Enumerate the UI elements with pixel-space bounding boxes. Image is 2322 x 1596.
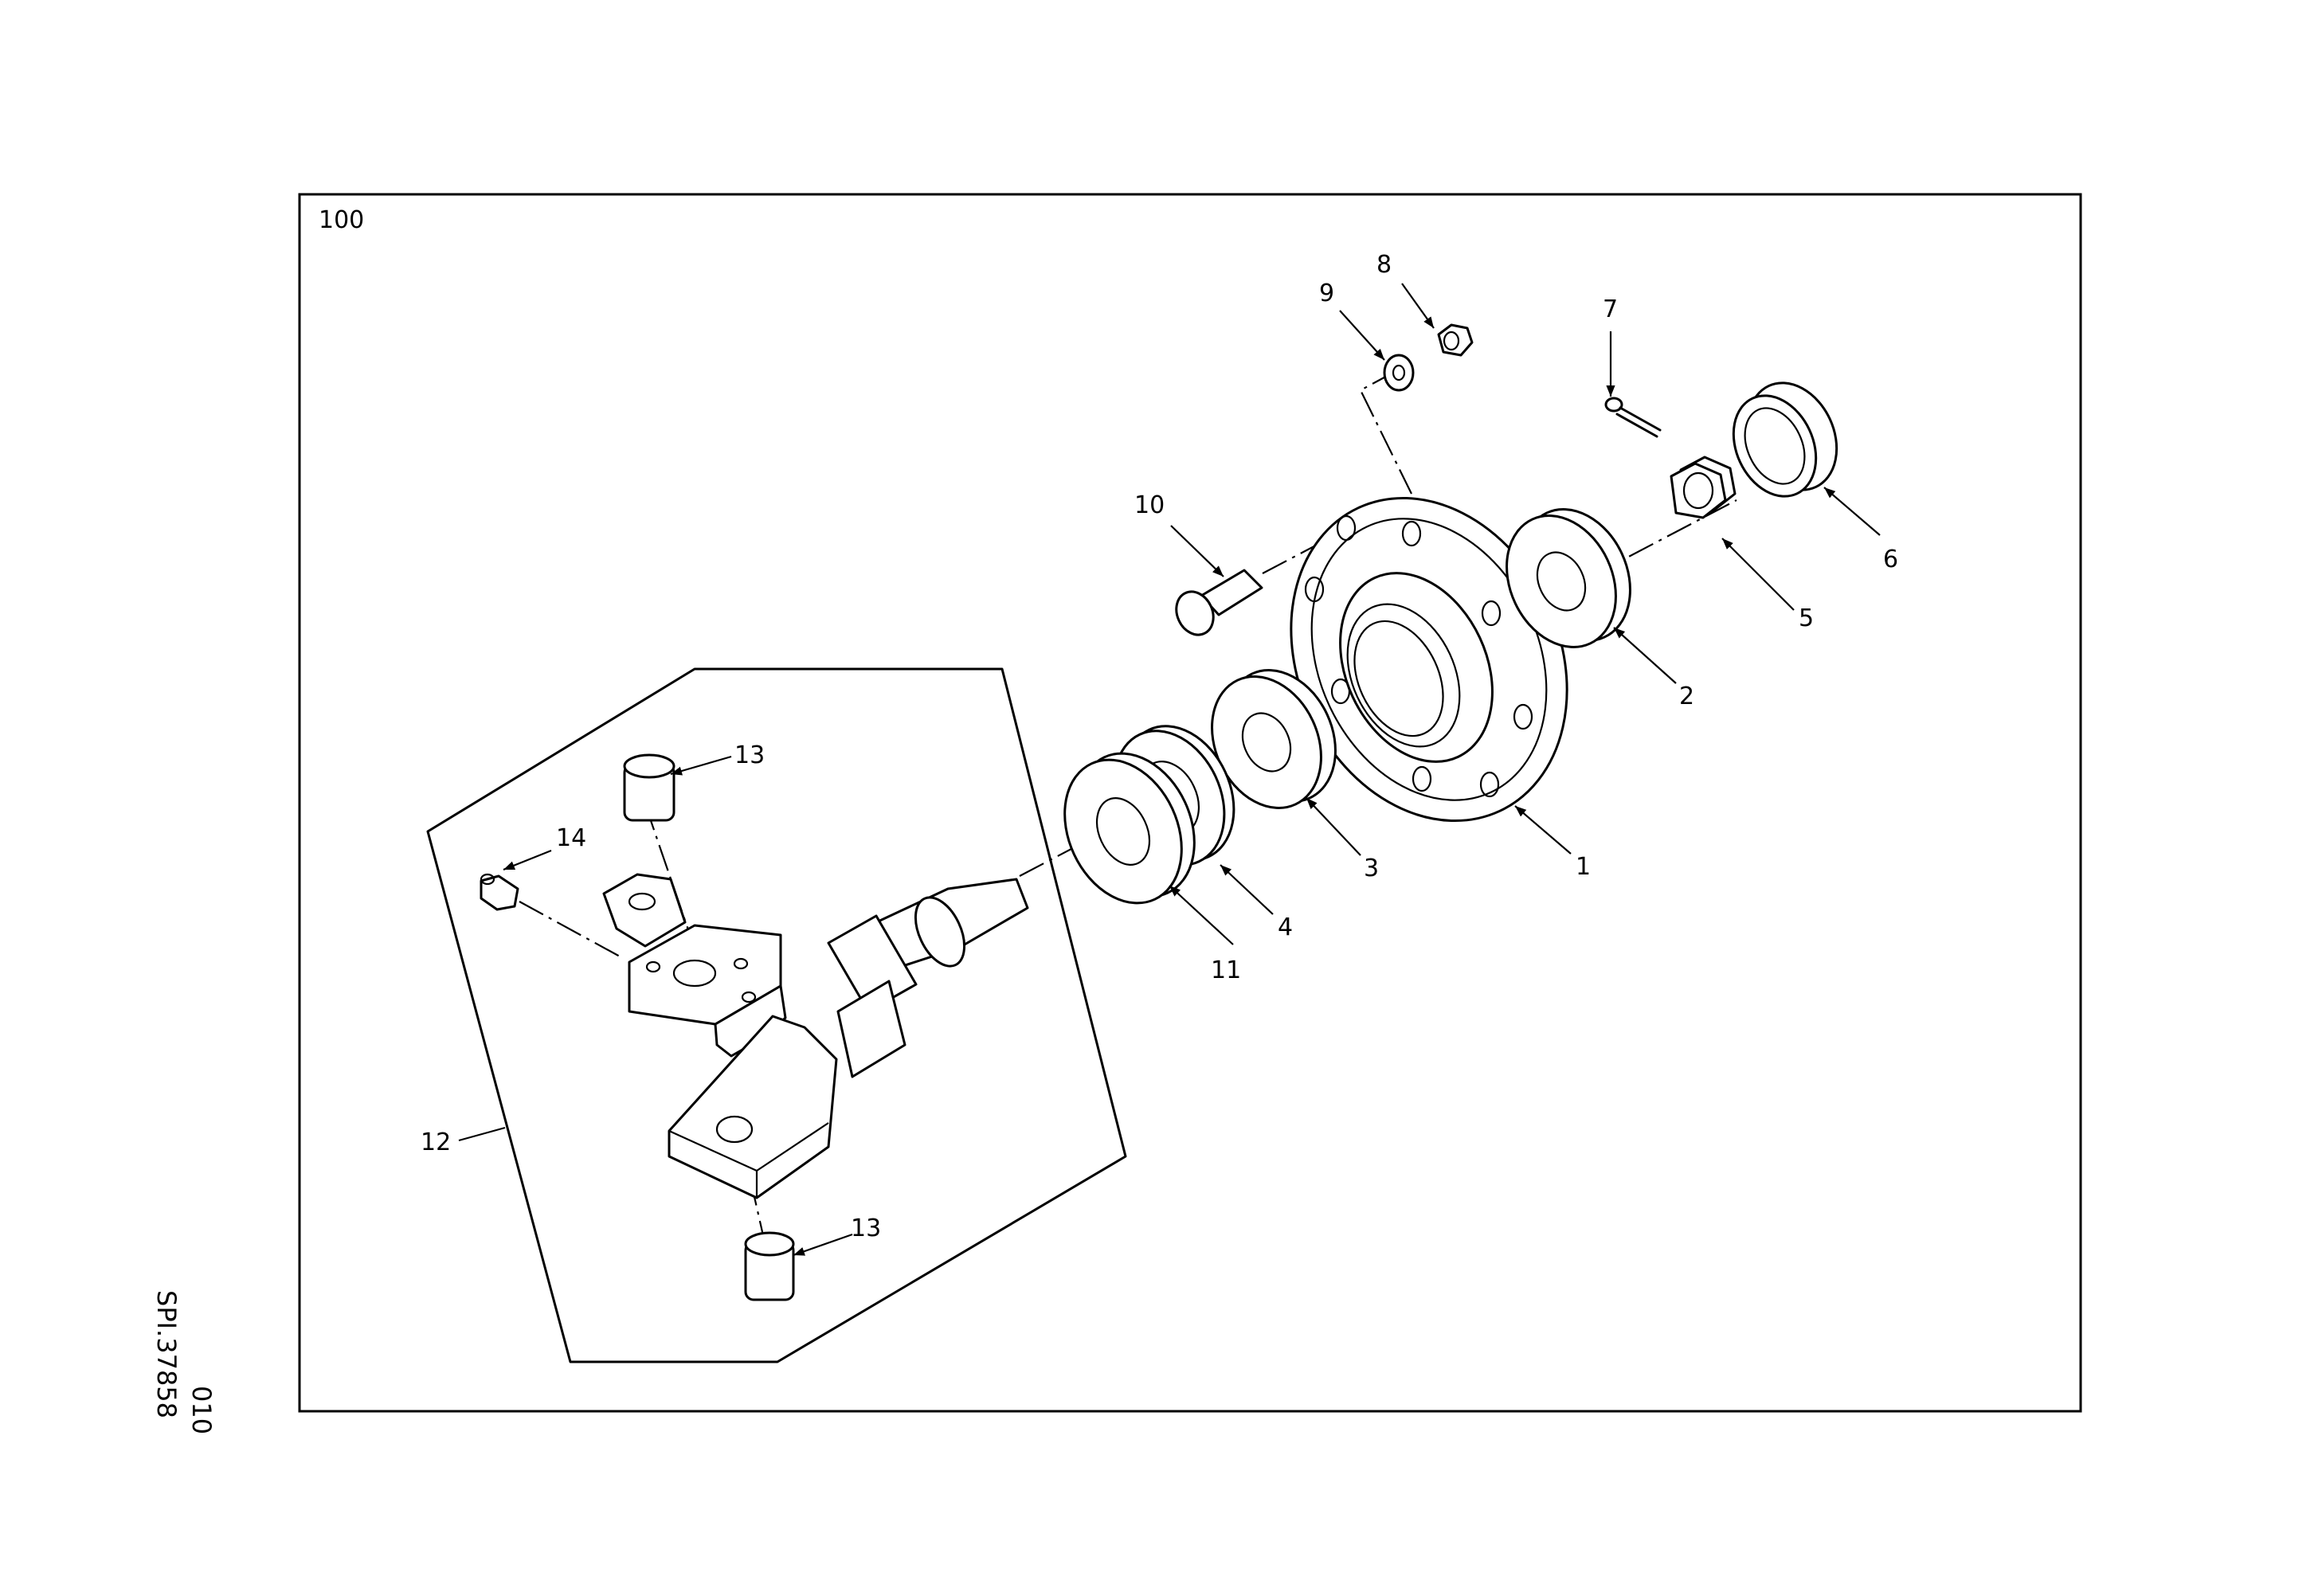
centre-axis-stud — [1359, 374, 1412, 495]
callout-1: 1 — [1576, 853, 1591, 881]
wheel-hub — [1290, 496, 1568, 823]
bushing-lower — [744, 1231, 795, 1301]
outer-bearing — [1506, 507, 1631, 649]
callout-3: 3 — [1364, 855, 1379, 882]
leader-lines — [458, 283, 1881, 1257]
grease-nipple — [480, 873, 519, 911]
callout-5: 5 — [1799, 604, 1814, 632]
centre-axis-bush-upper — [644, 804, 695, 945]
wheel-nut — [1437, 323, 1474, 357]
callout-10: 10 — [1134, 491, 1165, 519]
cotter-pin — [1604, 397, 1662, 438]
callout-7: 7 — [1603, 295, 1618, 323]
sheet-number: 010 — [186, 1386, 217, 1435]
hub-cap — [1732, 381, 1838, 498]
inner-bearing — [1211, 668, 1337, 810]
assembly-group-outline — [426, 667, 1127, 1363]
centre-axis-bolt — [1262, 533, 1339, 574]
callout-2: 2 — [1679, 683, 1694, 710]
callout-6: 6 — [1883, 546, 1898, 573]
callout-13-upper: 13 — [734, 741, 765, 769]
wheel-stud — [1175, 569, 1263, 636]
bushing-upper — [623, 753, 675, 822]
callout-12: 12 — [421, 1129, 451, 1156]
callout-4: 4 — [1278, 913, 1293, 941]
castle-nut — [1670, 456, 1737, 519]
washer — [1383, 354, 1415, 392]
drawing-frame — [298, 193, 2082, 1413]
spacer-ring — [1063, 752, 1196, 905]
callout-13-lower: 13 — [851, 1215, 881, 1242]
callout-8: 8 — [1376, 251, 1392, 279]
callout-14: 14 — [556, 824, 586, 852]
sheet-code: SPI.37858 — [151, 1290, 182, 1419]
callout-11: 11 — [1211, 956, 1241, 984]
centre-axis-nipple — [519, 901, 622, 958]
steering-knuckle — [602, 873, 1029, 1199]
callout-9: 9 — [1319, 280, 1334, 307]
frame-label: 100 — [319, 206, 364, 234]
